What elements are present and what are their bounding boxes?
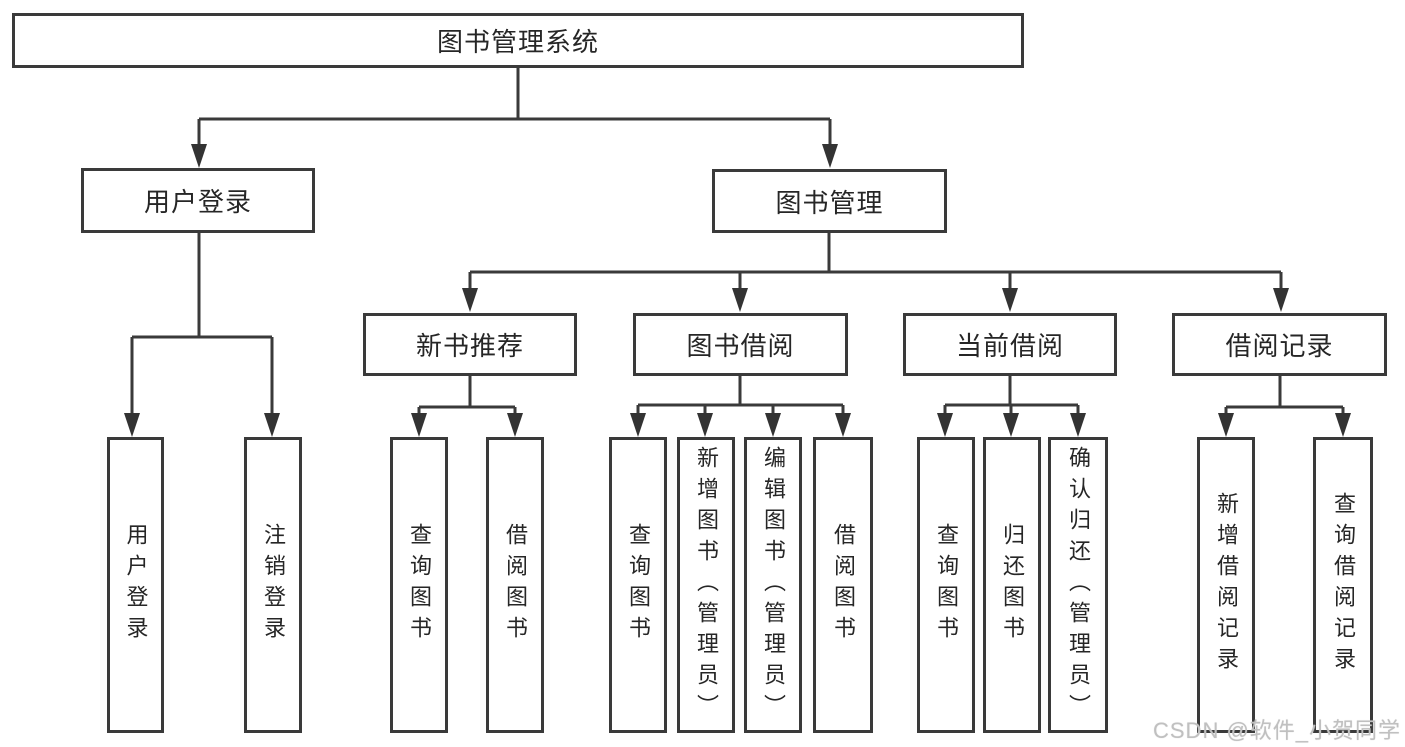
leaf-borrow-books-recommend: 借阅图书 (486, 437, 544, 733)
leaf-query-books-current-label: 查询图书 (934, 523, 959, 647)
node-current-borrowing-label: 当前借阅 (955, 331, 1064, 361)
leaf-query-books-recommend-label: 查询图书 (407, 523, 432, 647)
leaf-query-books-current: 查询图书 (917, 437, 975, 733)
leaf-confirm-return-admin-label: 确认归还（管理员） (1066, 445, 1091, 725)
leaf-add-borrow-record-label: 新增借阅记录 (1214, 492, 1239, 678)
leaf-user-login-label: 用户登录 (123, 523, 149, 647)
leaf-add-borrow-record: 新增借阅记录 (1197, 437, 1255, 733)
leaf-confirm-return-admin: 确认归还（管理员） (1048, 437, 1108, 733)
node-root: 图书管理系统 (12, 13, 1024, 68)
leaf-borrow-books-label: 借阅图书 (831, 523, 856, 647)
leaf-query-books-borrowing: 查询图书 (609, 437, 667, 733)
node-user-login-label: 用户登录 (143, 187, 252, 217)
leaf-borrow-books: 借阅图书 (813, 437, 873, 733)
node-borrowing-records: 借阅记录 (1172, 313, 1387, 376)
leaf-query-borrow-record-label: 查询借阅记录 (1331, 492, 1356, 678)
node-book-management: 图书管理 (712, 169, 947, 233)
leaf-edit-books-admin-label: 编辑图书（管理员） (761, 445, 786, 725)
node-new-book-recommend: 新书推荐 (363, 313, 577, 376)
leaf-add-books-admin-label: 新增图书（管理员） (694, 445, 719, 725)
leaf-user-login: 用户登录 (107, 437, 164, 733)
node-borrowing-records-label: 借阅记录 (1225, 331, 1334, 361)
leaf-logout-label: 注销登录 (261, 523, 286, 647)
leaf-query-books-borrowing-label: 查询图书 (626, 523, 651, 647)
node-book-borrowing: 图书借阅 (633, 313, 848, 376)
node-current-borrowing: 当前借阅 (903, 313, 1117, 376)
leaf-logout: 注销登录 (244, 437, 302, 733)
csdn-watermark: CSDN @软件_小贺同学 (1153, 718, 1402, 743)
leaf-edit-books-admin: 编辑图书（管理员） (744, 437, 802, 733)
leaf-return-books-label: 归还图书 (1000, 523, 1025, 647)
node-book-borrowing-label: 图书借阅 (686, 331, 795, 361)
leaf-borrow-books-recommend-label: 借阅图书 (503, 523, 528, 647)
node-new-book-recommend-label: 新书推荐 (415, 331, 524, 361)
node-book-management-label: 图书管理 (775, 187, 884, 218)
leaf-query-books-recommend: 查询图书 (390, 437, 448, 733)
node-user-login: 用户登录 (81, 168, 315, 233)
leaf-add-books-admin: 新增图书（管理员） (677, 437, 735, 733)
node-root-label: 图书管理系统 (436, 27, 599, 57)
leaf-return-books: 归还图书 (983, 437, 1041, 733)
leaf-query-borrow-record: 查询借阅记录 (1313, 437, 1373, 733)
